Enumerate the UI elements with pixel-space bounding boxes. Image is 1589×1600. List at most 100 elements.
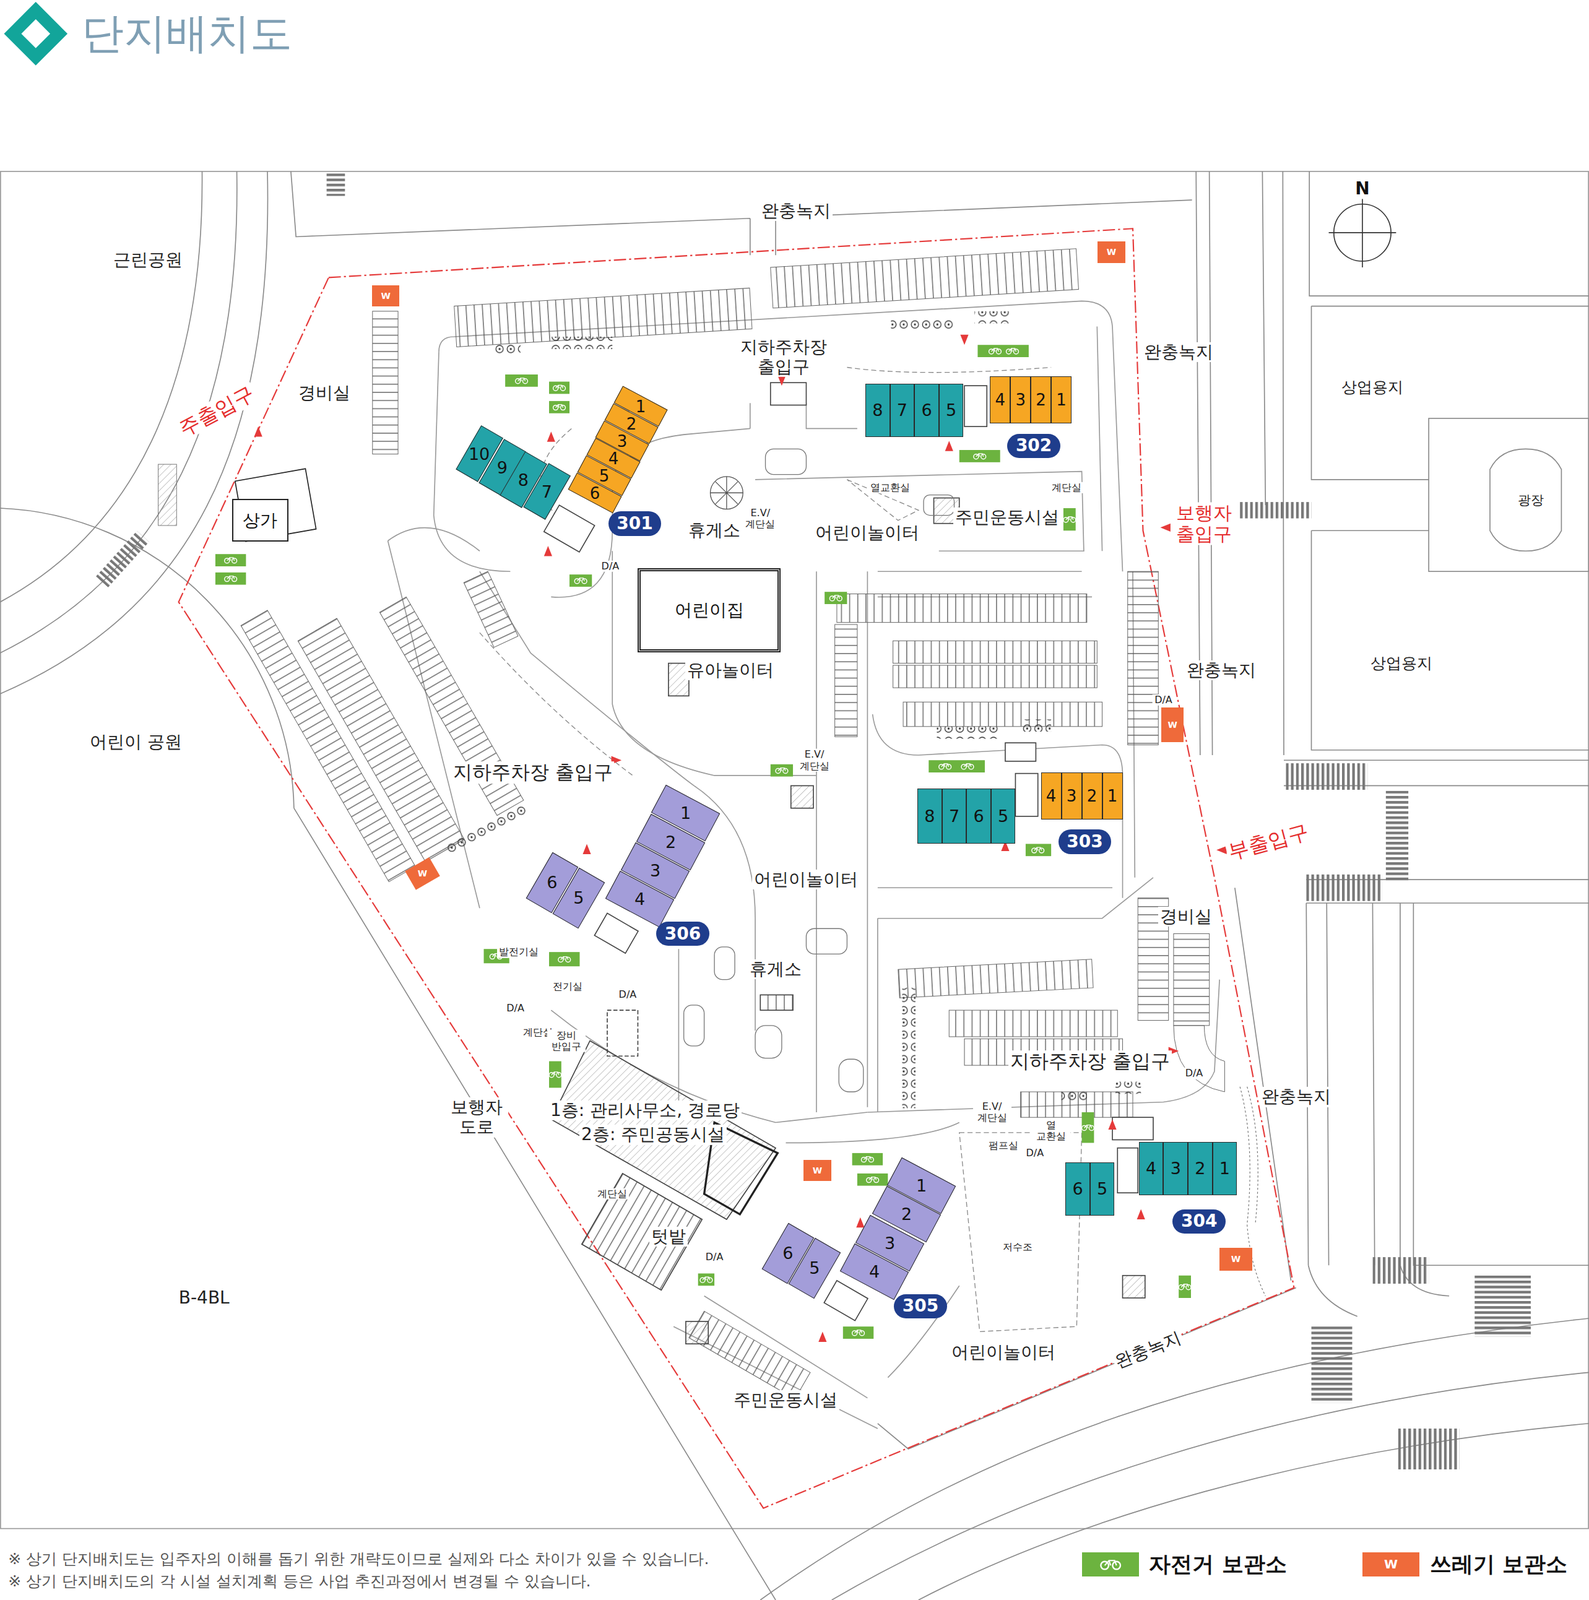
- bike-rack: [215, 572, 246, 585]
- road-line: [0, 171, 202, 603]
- legend-text: 쓰레기 보관소: [1429, 1552, 1568, 1577]
- node-text: 3: [1066, 788, 1078, 805]
- node-text: 305: [902, 1297, 939, 1315]
- compass: [1329, 198, 1397, 267]
- bike-outline-row: [492, 342, 521, 356]
- node-text: W: [1168, 720, 1178, 730]
- building-outline: [1122, 1275, 1146, 1299]
- crosswalk: [1372, 1257, 1429, 1284]
- playground: [838, 1059, 864, 1092]
- node-text: 1: [916, 1177, 927, 1195]
- bike-rack: [1063, 516, 1076, 523]
- bike-rack: [1178, 1275, 1191, 1299]
- parking-stalls: [898, 959, 1094, 998]
- map-label: 보행자 도로: [445, 1097, 509, 1138]
- unit-cell: 5: [991, 788, 1016, 844]
- unit-cell: 6: [914, 383, 940, 438]
- map-label: E.V/ 계단실: [972, 1101, 1011, 1125]
- node-text: 8: [924, 807, 935, 825]
- node-text: 8: [518, 471, 529, 488]
- unit-cell: 2: [1187, 1142, 1213, 1196]
- building-outline: [235, 382, 1154, 1344]
- node-text: 2: [1035, 391, 1047, 408]
- parking-stalls: [893, 640, 1098, 663]
- entry-arrow: [945, 440, 954, 451]
- node-text: 3: [1015, 391, 1026, 408]
- map-shape: [1104, 1560, 1117, 1566]
- road-line: [918, 1423, 1589, 1600]
- internal-road: [678, 918, 878, 1113]
- map-label: ※ 상기 단지배치도의 각 시설 설치계획 등은 사업 추진과정에서 변경될 수…: [8, 1572, 591, 1591]
- waste-box: W: [1219, 1247, 1253, 1271]
- unit-cell: 1: [1102, 772, 1123, 820]
- map-label: D/A: [1023, 1147, 1046, 1159]
- map-frame: [0, 171, 1589, 1529]
- node-text: 5: [1096, 1180, 1108, 1198]
- parking-stalls: [948, 1010, 1118, 1037]
- bike-outline-row: [974, 311, 1011, 324]
- bike-rack: [698, 1273, 715, 1286]
- building-outline: [581, 1173, 702, 1291]
- map-label: D/A: [1183, 1067, 1206, 1079]
- bike-rack: [866, 1177, 879, 1183]
- map-label: D/A: [599, 560, 622, 572]
- road-line: [1283, 760, 1589, 904]
- legend-swatch: [1082, 1552, 1139, 1578]
- map-shape: [1100, 1560, 1121, 1570]
- node-text: 4: [634, 890, 646, 908]
- map-label: 주출입구: [173, 380, 260, 442]
- node-text: 5: [997, 807, 1009, 825]
- bike-rack: [775, 768, 789, 774]
- map-label: B-4BL: [177, 1288, 232, 1308]
- map-label: 텃밭: [649, 1226, 688, 1247]
- internal-road: [612, 550, 817, 776]
- building-outline: [823, 1280, 868, 1321]
- node-text: 6: [921, 401, 932, 419]
- bike-rack: [549, 381, 570, 395]
- site-boundary: [178, 228, 1295, 1508]
- node-text: 3: [1170, 1160, 1182, 1177]
- road-line: [0, 508, 295, 809]
- map-label: N: [1353, 178, 1372, 199]
- node-text: 6: [973, 807, 984, 825]
- entry-arrow: [818, 1331, 827, 1342]
- entry-arrow: [544, 545, 553, 556]
- building-number: 302: [1007, 433, 1061, 459]
- ramp: [463, 571, 519, 648]
- road-line: [1309, 171, 1589, 751]
- map-label: 장비 반입구: [547, 1029, 586, 1053]
- internal-road: [785, 1122, 959, 1143]
- map-label: 주민운동시설: [731, 1390, 840, 1411]
- underground-outline: [846, 479, 918, 521]
- building-outline: [594, 913, 639, 954]
- node-text: 5: [945, 401, 957, 419]
- building-outline: [791, 785, 814, 808]
- map-label: D/A: [1152, 694, 1175, 706]
- building-outline: [760, 994, 793, 1011]
- building-outline: [544, 505, 595, 553]
- map-label: 주민운동시설: [953, 507, 1061, 528]
- crosswalk: [326, 173, 346, 196]
- node-text: 301: [616, 515, 653, 533]
- node-text: 4: [869, 1263, 880, 1281]
- map-label: E.V/ 계단실: [740, 506, 780, 530]
- entry-arrow: [582, 843, 591, 854]
- bike-rack: [989, 348, 1002, 355]
- playground: [714, 947, 735, 980]
- map-label: 보행자 출입구: [1170, 502, 1238, 545]
- bike-rack: [700, 1277, 713, 1283]
- unit-cell: 4: [989, 376, 1011, 424]
- building-outline: [964, 385, 987, 427]
- node-text: 5: [599, 467, 610, 484]
- rest-area: [710, 476, 743, 510]
- bike-rack: [861, 1156, 874, 1163]
- parking-stalls: [240, 248, 1169, 1399]
- unit-cell: 5: [939, 383, 964, 438]
- title-mark: [3, 1, 68, 66]
- unit-cell: 4: [1041, 772, 1062, 820]
- playground: [805, 928, 847, 954]
- crosswalk: [95, 531, 150, 588]
- bike-rack: [1025, 843, 1052, 857]
- entry-arrow: [960, 334, 969, 345]
